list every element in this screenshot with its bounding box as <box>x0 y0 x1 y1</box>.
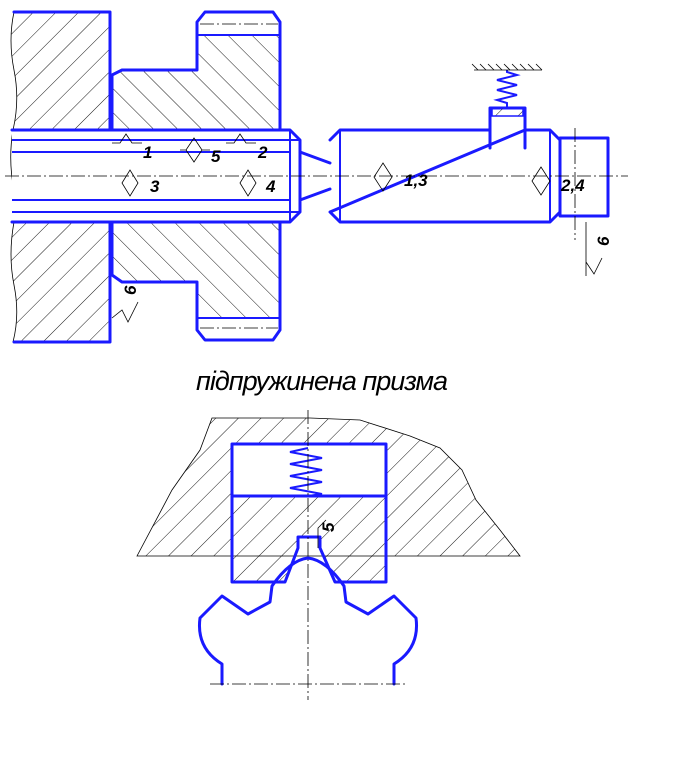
datum-symbol-2-4: 2,4 <box>531 166 585 196</box>
label-3: 3 <box>150 177 160 196</box>
top-assembly: 1 5 2 3 4 1,3 2,4 6 <box>5 10 628 344</box>
label-2-4: 2,4 <box>560 176 585 195</box>
datum-symbol-3: 3 <box>121 169 160 197</box>
splined-workpiece <box>197 556 419 686</box>
datum-symbol-4: 4 <box>239 169 276 197</box>
spring-prism-detail: 5 <box>136 410 521 700</box>
gear-part <box>110 10 282 342</box>
label-1-3: 1,3 <box>404 171 428 190</box>
label-1: 1 <box>143 143 152 162</box>
tailstock-part <box>328 63 610 224</box>
prism-housing <box>137 418 520 556</box>
left-fixture-body <box>10 10 112 344</box>
label-2: 2 <box>257 143 268 162</box>
roughness-left-value: 6 <box>121 285 140 295</box>
label-4: 4 <box>265 177 276 196</box>
roughness-mark-left: 6 <box>111 285 140 323</box>
prism-mark-label: 5 <box>319 522 338 532</box>
caption: підпружинена призма <box>196 366 448 396</box>
datum-symbol-1: 1 <box>112 133 152 162</box>
datum-symbol-5: 5 <box>180 137 221 166</box>
roughness-mark-right: 6 <box>585 222 613 276</box>
label-5: 5 <box>211 147 221 166</box>
roughness-right-value: 6 <box>594 236 613 246</box>
datum-symbol-2: 2 <box>226 133 268 162</box>
datum-symbol-1-3: 1,3 <box>373 162 428 192</box>
